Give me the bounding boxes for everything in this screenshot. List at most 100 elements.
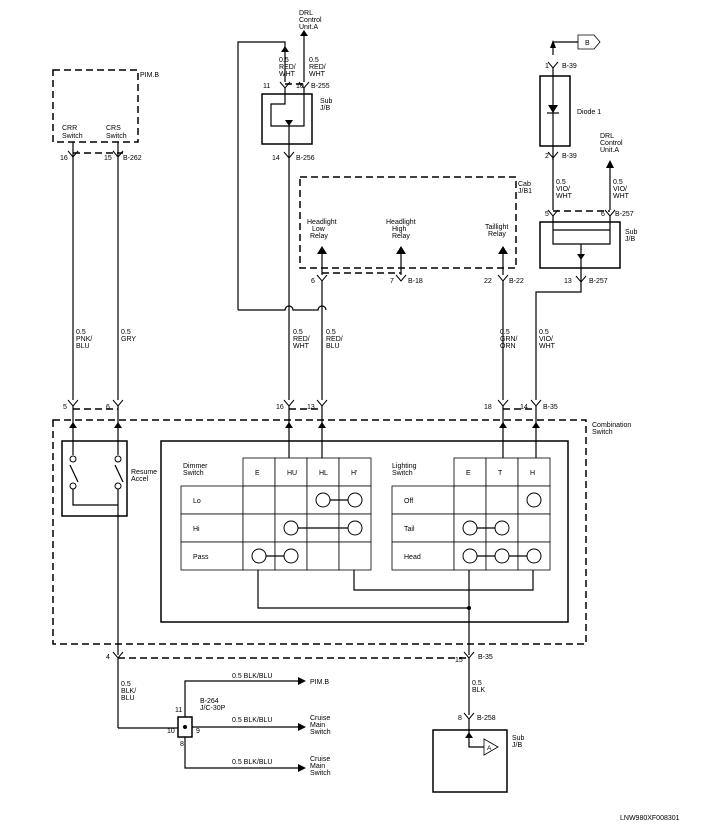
offpage-b-connector	[577, 34, 601, 50]
dimmer-row-label-cell	[180, 485, 244, 515]
pin-9-jc: 9	[196, 728, 200, 735]
arrow-sub-jb-right	[577, 254, 585, 260]
dimmer-col-header: H'	[351, 470, 357, 477]
dimmer-header-cell	[306, 457, 340, 487]
pin-11: 11	[263, 83, 270, 90]
connector-b255: B-255	[311, 83, 330, 90]
dimmer-cell	[338, 541, 372, 571]
pin-7: 7	[390, 278, 394, 285]
resume-contact-2	[114, 455, 122, 463]
dimmer-row-label: Hi	[193, 526, 200, 533]
dimmer-row-label: Pass	[193, 554, 209, 561]
dimmer-col-header: E	[255, 470, 260, 477]
pin-1: 1	[545, 63, 549, 70]
lighting-col-header: E	[466, 470, 471, 477]
wire-to-pim-b	[184, 680, 298, 717]
resume-in-wires	[72, 406, 119, 455]
dimmer-header-cell	[242, 457, 276, 487]
pin-4: 4	[106, 654, 110, 661]
pin-13-combo: 13	[307, 404, 315, 411]
lighting-cell	[517, 513, 551, 543]
lighting-row-label: Off	[404, 498, 413, 505]
wire-label-blk-blu-1: 0.5 BLK/BLU	[232, 673, 272, 680]
dimmer-contact	[251, 548, 267, 564]
arrow-sub-jb-bottom	[465, 732, 473, 738]
pin-8-jc: 8	[180, 741, 184, 748]
connector-b262: B-262	[123, 155, 142, 162]
dimmer-row-label-cell	[180, 513, 244, 543]
pin-8-b258: 8	[458, 715, 462, 722]
lighting-row-label-cell	[391, 513, 455, 543]
dimmer-header-cell	[338, 457, 372, 487]
dimmer-contact	[347, 520, 363, 536]
connector-b258: B-258	[477, 715, 496, 722]
pim-connector-pins	[67, 150, 124, 158]
dimmer-contact	[347, 492, 363, 508]
pin-11-jc: 11	[175, 707, 182, 714]
wire-vio-wht-c	[535, 282, 582, 400]
pin-5-right: 5	[545, 211, 549, 218]
pin-10: 10	[296, 83, 304, 90]
arrow-b	[550, 40, 556, 48]
lighting-contact	[462, 520, 478, 536]
jc-node	[183, 725, 187, 729]
lighting-contact	[494, 520, 510, 536]
connector-b39-bottom: B-39	[562, 153, 577, 160]
pin-10-jc: 10	[167, 728, 175, 735]
lighting-cell	[485, 485, 519, 515]
dimmer-contact	[283, 520, 299, 536]
resume-contact-1	[69, 455, 77, 463]
sub-jb-right-bus	[552, 216, 611, 245]
combination-switch-box	[52, 419, 587, 645]
lighting-row-label: Tail	[404, 526, 415, 533]
lighting-contact	[462, 548, 478, 564]
diode-symbol	[548, 105, 558, 113]
crr-line1: CRR	[62, 125, 77, 132]
dimmer-col-header: HL	[319, 470, 328, 477]
dimmer-contact	[283, 548, 299, 564]
lighting-col-header: T	[498, 470, 503, 477]
diode-box	[539, 75, 571, 147]
pin-14: 14	[272, 155, 280, 162]
lighting-cell	[453, 485, 487, 515]
pin-13-right: 13	[564, 278, 572, 285]
dimmer-contact	[315, 492, 331, 508]
sub-jb-bottom-box	[432, 729, 508, 793]
resume-blade-2	[114, 464, 124, 483]
pin-15-pim: 15	[104, 155, 112, 162]
diode-label: Diode 1	[577, 109, 601, 116]
lighting-row-label: Head	[404, 554, 421, 561]
b39-top-pin	[547, 61, 559, 69]
ground-bus	[257, 570, 470, 609]
arrow-relay-high	[396, 246, 406, 254]
pin-14-combo: 14	[520, 404, 528, 411]
lighting-row-label-cell	[391, 541, 455, 571]
pin-6-right: 6	[601, 211, 605, 218]
pin-16-pim: 16	[60, 155, 68, 162]
pin-5-combo: 5	[63, 404, 67, 411]
switch-inner-box	[160, 440, 569, 623]
sub-jb-right-box	[539, 221, 621, 269]
connector-b257-bottom: B-257	[589, 278, 608, 285]
arrow-relay-low	[317, 246, 327, 254]
resume-common	[72, 489, 119, 506]
pin-15-bottom: 15	[455, 657, 463, 664]
arrow-h	[532, 422, 540, 428]
